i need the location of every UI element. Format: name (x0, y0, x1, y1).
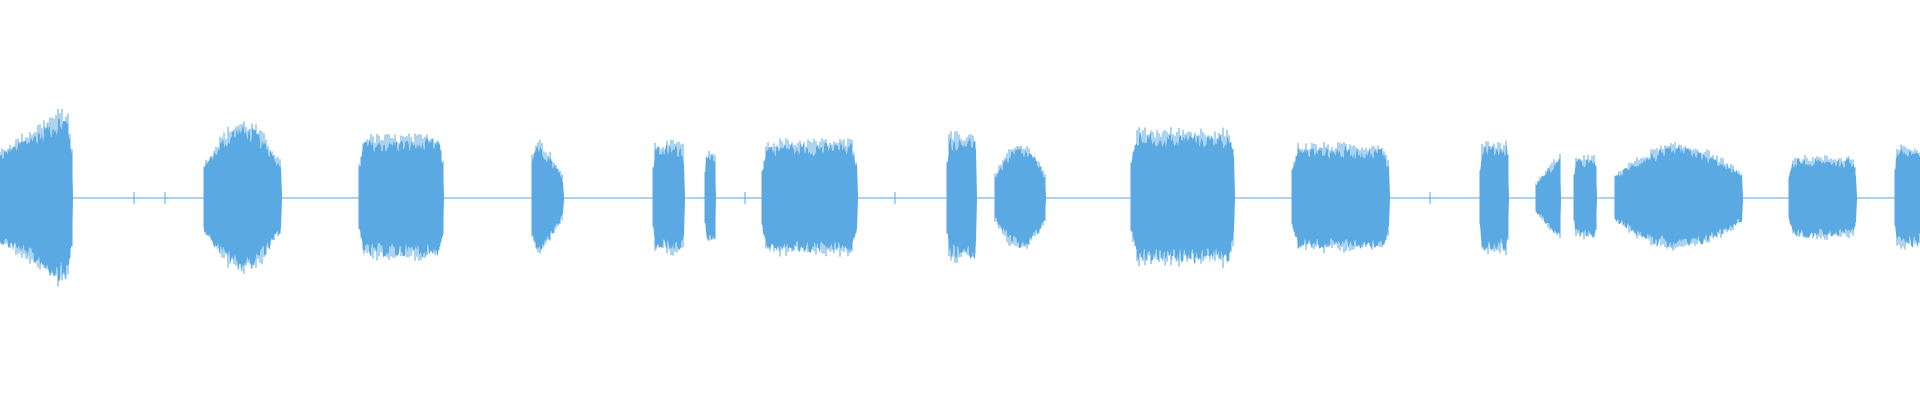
waveform-segment (1292, 146, 1390, 250)
waveform-graphic (0, 108, 1920, 287)
